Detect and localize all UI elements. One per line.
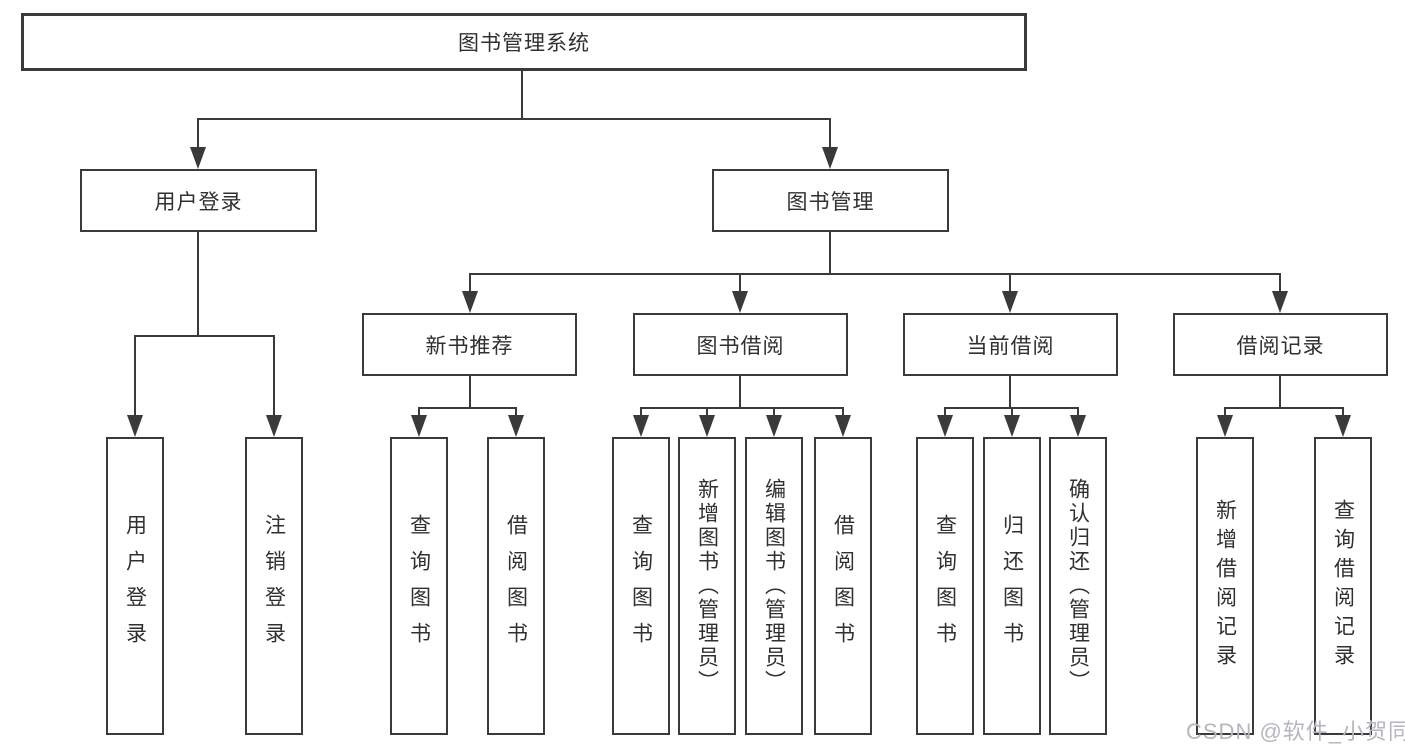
connector-stem [1077,407,1079,419]
connector-stem [469,273,471,293]
connector-stem [1342,407,1344,419]
node-label: 用户登录 [123,514,147,658]
arrow-down-icon [266,415,282,437]
node-label: 归还图书 [1000,514,1024,658]
node-library-management-system: 图书管理系统 [21,13,1027,71]
connector-new-book-stub [469,376,471,407]
arrow-down-icon [822,147,838,169]
csdn-watermark: CSDN @软件_小贺同学 [1186,719,1405,744]
connector-stem [515,407,517,419]
node-label: 新增借阅记录 [1213,499,1237,673]
connector-stem [944,407,946,419]
connector-user-login-stub [197,232,199,335]
arrow-down-icon [732,291,748,313]
connector-stem [842,407,844,419]
connector-stem [134,335,136,417]
node-user-login: 用户登录 [80,169,317,232]
connector-new-book-bus [419,407,517,409]
node-new-book-recommend: 新书推荐 [362,313,577,376]
leaf-query-books-2: 查询图书 [612,437,670,735]
arrow-down-icon [1272,291,1288,313]
leaf-borrow-books: 借阅图书 [487,437,545,735]
connector-book-mgmt-stub [829,232,831,273]
connector-user-login-bus [135,335,275,337]
connector-stem [706,407,708,419]
arrow-down-icon [1217,415,1233,437]
connector-borrow-records-stub [1279,376,1281,407]
connector-stem [1224,407,1226,419]
connector-stem [739,273,741,293]
node-label: 用户登录 [154,190,243,214]
connector-book-borrow-bus [641,407,844,409]
leaf-borrow-books-2: 借阅图书 [814,437,872,735]
leaf-confirm-return-admin: 确认归还（管理员） [1049,437,1107,735]
arrow-down-icon [835,415,851,437]
connector-stem [773,407,775,419]
leaf-logout-login: 注销登录 [245,437,303,735]
node-label: 新书推荐 [425,334,514,358]
node-label: 查询图书 [933,514,957,658]
arrow-down-icon [633,415,649,437]
node-label: 借阅记录 [1236,334,1325,358]
leaf-add-borrow-record: 新增借阅记录 [1196,437,1254,735]
connector-current-borrow-stub [1009,376,1011,407]
arrow-down-icon [1070,415,1086,437]
node-label: 注销登录 [262,514,286,658]
connector-stem [1279,273,1281,293]
arrow-down-icon [699,415,715,437]
connector-stem [1009,273,1011,293]
arrow-down-icon [1004,415,1020,437]
node-label: 借阅图书 [504,514,528,658]
connector-stem [273,335,275,417]
arrow-down-icon [411,415,427,437]
node-label: 查询借阅记录 [1331,499,1355,673]
node-label: 图书管理系统 [458,32,590,55]
connector-stem [197,118,199,148]
node-label: 查询图书 [629,514,653,658]
leaf-edit-books-admin: 编辑图书（管理员） [745,437,803,735]
connector-stem [640,407,642,419]
node-book-management: 图书管理 [712,169,949,232]
node-label: 当前借阅 [966,334,1055,358]
arrow-down-icon [1335,415,1351,437]
connector-stem [418,407,420,419]
arrow-down-icon [127,415,143,437]
node-label: 确认归还（管理员） [1066,478,1090,694]
node-book-borrow: 图书借阅 [633,313,848,376]
leaf-query-books-3: 查询图书 [916,437,974,735]
node-label: 编辑图书（管理员） [762,478,786,694]
connector-book-mgmt-bus [470,273,1281,275]
arrow-down-icon [190,147,206,169]
connector-book-borrow-stub [739,376,741,407]
arrow-down-icon [766,415,782,437]
leaf-return-books: 归还图书 [983,437,1041,735]
node-label: 新增图书（管理员） [695,478,719,694]
leaf-user-login: 用户登录 [106,437,164,735]
node-borrow-records: 借阅记录 [1173,313,1388,376]
connector-root-stub [521,69,523,118]
arrow-down-icon [508,415,524,437]
connector-borrow-records-bus [1225,407,1344,409]
node-label: 查询图书 [407,514,431,658]
leaf-query-books: 查询图书 [390,437,448,735]
arrow-down-icon [1002,291,1018,313]
leaf-query-borrow-record: 查询借阅记录 [1314,437,1372,735]
arrow-down-icon [462,291,478,313]
node-label: 图书借阅 [696,334,785,358]
connector-stem [829,118,831,148]
connector-stem [1011,407,1013,419]
arrow-down-icon [937,415,953,437]
node-label: 借阅图书 [831,514,855,658]
connector-root-bus [197,118,831,120]
node-label: 图书管理 [786,190,875,214]
node-current-borrow: 当前借阅 [903,313,1118,376]
leaf-add-books-admin: 新增图书（管理员） [678,437,736,735]
